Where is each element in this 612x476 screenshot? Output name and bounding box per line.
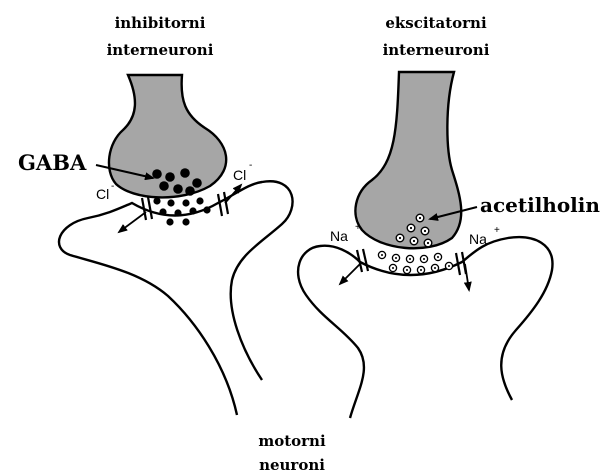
sodium-ion-label-left: Na [330, 228, 348, 244]
sodium-charge-left: + [355, 222, 361, 233]
right-motor-dendrite [298, 237, 552, 418]
label-motor-line2: neuroni [259, 456, 325, 474]
chloride-ion-label-left: Cl [96, 186, 109, 202]
inhibitory-interneuron-label: inhibitorni interneuroni [107, 14, 214, 59]
excitatory-interneuron-label: ekscitatorni interneuroni [383, 14, 490, 59]
excitatory-axon-terminal [355, 72, 461, 248]
label-motor-line1: motorni [258, 432, 326, 450]
motor-neuron-label: motorni neuroni [258, 432, 326, 474]
chloride-ion-label-right: Cl [233, 167, 246, 183]
gaba-label: GABA [18, 150, 87, 175]
acetylcholine-label: acetilholin [480, 193, 600, 217]
sodium-ion-label-right: Na [469, 231, 487, 247]
sodium-channel-right: Na + [456, 225, 500, 290]
label-inhibitory-line1: inhibitorni [115, 14, 206, 32]
label-inhibitory-line2: interneuroni [107, 41, 214, 59]
label-excitatory-line2: interneuroni [383, 41, 490, 59]
chloride-charge-right: - [249, 160, 252, 171]
label-excitatory-line1: ekscitatorni [385, 14, 487, 32]
chloride-charge-left: - [111, 181, 114, 192]
left-motor-dendrite [59, 181, 293, 415]
sodium-charge-right: + [494, 225, 500, 236]
